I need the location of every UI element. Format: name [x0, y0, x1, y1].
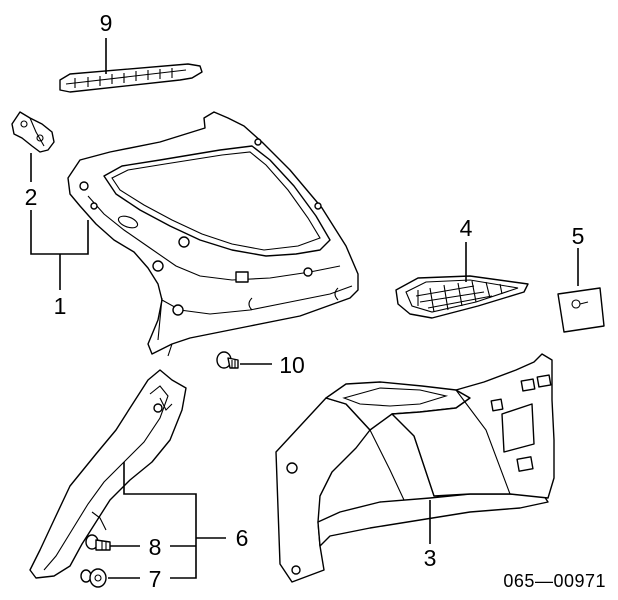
callout-5: 5 [572, 223, 585, 249]
part-8-clip [85, 534, 111, 551]
callout-8: 8 [149, 534, 162, 560]
part-1-quarter-trim-panel [67, 111, 359, 357]
part-5-label [557, 287, 605, 333]
part-3-side-cover [275, 353, 555, 583]
callout-6: 6 [236, 525, 249, 551]
drawing-code: 065—00971 [503, 571, 606, 591]
callout-9: 9 [100, 10, 113, 36]
part-9-trim-strip [59, 63, 203, 93]
callout-4: 4 [460, 215, 473, 241]
callout-2: 2 [25, 184, 38, 210]
callout-10: 10 [279, 352, 305, 378]
part-6-pillar-trim [29, 369, 187, 579]
part-7-clip [80, 568, 107, 588]
part-2-clip [11, 111, 55, 153]
callout-3: 3 [424, 545, 437, 571]
part-10-fastener [216, 351, 239, 369]
callout-7: 7 [149, 566, 162, 592]
part-4-cargo-mat [395, 275, 529, 319]
callout-1: 1 [54, 293, 67, 319]
leader-lines [30, 38, 579, 579]
